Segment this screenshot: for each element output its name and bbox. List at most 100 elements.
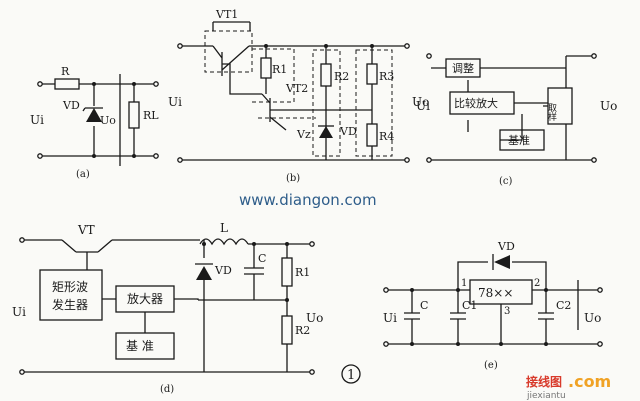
node bbox=[264, 44, 268, 48]
input-terminal-bottom bbox=[37, 153, 43, 159]
output-terminal-bottom bbox=[597, 341, 603, 347]
wires bbox=[431, 55, 592, 161]
caption-c: (c) bbox=[499, 176, 513, 187]
transistor-vt2 bbox=[261, 93, 298, 131]
label-ui-b: Ui bbox=[168, 95, 182, 109]
output-terminal-top bbox=[404, 43, 410, 49]
node bbox=[285, 242, 289, 246]
node bbox=[410, 342, 414, 346]
output-terminal-top bbox=[153, 81, 159, 87]
node bbox=[410, 288, 414, 292]
resistor-rl bbox=[128, 101, 140, 129]
node bbox=[285, 298, 289, 302]
transistor-vt1 bbox=[212, 45, 262, 95]
divider-leads bbox=[198, 244, 288, 372]
label-vd-e: VD bbox=[497, 240, 515, 253]
label-uo-e: Uo bbox=[584, 311, 601, 325]
input-terminal-bottom bbox=[426, 157, 432, 163]
block-rect-wave-generator bbox=[39, 269, 103, 321]
label-reference-d: 基 准 bbox=[126, 339, 154, 353]
node bbox=[544, 342, 548, 346]
capacitor-c1 bbox=[450, 290, 466, 344]
output-terminal-top bbox=[309, 241, 315, 247]
inductor-l bbox=[199, 238, 254, 246]
output-terminal-bottom bbox=[404, 157, 410, 163]
r1-dashed-box bbox=[252, 48, 295, 103]
node bbox=[202, 242, 206, 246]
internal-links bbox=[500, 102, 548, 141]
label-c1: C1 bbox=[462, 299, 477, 312]
node bbox=[132, 82, 136, 86]
output-terminal-top bbox=[597, 287, 603, 293]
r2-dashed-box bbox=[312, 49, 341, 157]
node bbox=[252, 242, 256, 246]
input-terminal-top bbox=[19, 237, 25, 243]
label-ui: Ui bbox=[30, 113, 44, 127]
vd-e-leads bbox=[457, 261, 547, 290]
label-vt1: VT1 bbox=[215, 8, 238, 21]
label-rl: RL bbox=[143, 109, 159, 122]
label-r2-d: R2 bbox=[295, 324, 310, 337]
rails bbox=[24, 239, 310, 373]
capacitor-c2 bbox=[538, 290, 554, 344]
node bbox=[370, 44, 374, 48]
block-links bbox=[102, 298, 199, 333]
label-r3: R3 bbox=[379, 70, 394, 83]
regulator-78xx bbox=[469, 279, 533, 305]
panel-a-zener-shunt-regulator: R VD Ui Uo RL (a) bbox=[30, 65, 159, 180]
resistor-r bbox=[54, 78, 80, 90]
output-terminal-top bbox=[591, 53, 597, 59]
label-reference: 基准 bbox=[508, 134, 530, 147]
node bbox=[499, 342, 503, 346]
label-r1-d: R1 bbox=[295, 266, 310, 279]
zener-bar bbox=[82, 107, 103, 112]
node bbox=[324, 44, 328, 48]
input-terminal-top bbox=[426, 53, 432, 59]
output-terminal-bottom bbox=[153, 153, 159, 159]
diode-vd-d bbox=[196, 266, 212, 280]
label-vd-d: VD bbox=[214, 264, 232, 277]
node bbox=[132, 154, 136, 158]
node bbox=[456, 342, 460, 346]
node bbox=[92, 82, 96, 86]
label-rect-gen-2: 发生器 bbox=[52, 297, 88, 312]
figure-number-circle bbox=[341, 364, 361, 384]
zener-diode-symbol bbox=[86, 108, 102, 122]
label-c-e: C bbox=[420, 299, 428, 312]
input-terminal-bottom bbox=[383, 341, 389, 347]
panel-b-series-regulator: VT1 R1 R2 R3 R4 VT2 VD Vz Ui Uo (b) bbox=[168, 8, 429, 184]
watermark-url: www.diangon.com bbox=[239, 191, 377, 209]
label-rect-gen-1: 矩形波 bbox=[52, 280, 88, 294]
capacitor-c bbox=[244, 244, 264, 300]
logo-text-pinyin: jiexiantu bbox=[526, 391, 566, 401]
block-reference-d bbox=[115, 332, 175, 360]
label-r4: R4 bbox=[379, 130, 394, 143]
label-uo: Uo bbox=[100, 114, 116, 127]
input-terminal-top bbox=[37, 81, 43, 87]
capacitor-c-e bbox=[404, 290, 420, 344]
label-c-d: C bbox=[258, 252, 266, 265]
label-vt: VT bbox=[77, 223, 95, 237]
panel-c-block-diagram: 调整 比较放大 基准 取样 Ui Uo (c) bbox=[416, 53, 617, 187]
label-c2: C2 bbox=[556, 299, 571, 312]
label-vt2: VT2 bbox=[285, 82, 308, 95]
figure-number: 1 bbox=[347, 368, 355, 383]
output-terminal-bottom bbox=[591, 157, 597, 163]
label-ui-e: Ui bbox=[383, 311, 397, 325]
figure-number-badge: 1 bbox=[341, 364, 361, 384]
logo-text-cn: 接线图 bbox=[526, 374, 562, 389]
resistor-r3 bbox=[366, 63, 378, 85]
label-r2: R2 bbox=[334, 70, 349, 83]
resistor-r4 bbox=[366, 123, 378, 147]
label-uo-b: Uo bbox=[412, 95, 429, 109]
r3-r4-leads bbox=[298, 46, 373, 160]
label-l: L bbox=[220, 221, 228, 235]
label-ui-c: Ui bbox=[416, 99, 430, 113]
output-terminal-bottom bbox=[309, 369, 315, 375]
logo-text-com: .com bbox=[568, 372, 611, 391]
input-terminal-bottom bbox=[177, 157, 183, 163]
label-vd: VD bbox=[62, 99, 80, 112]
caption-a: (a) bbox=[76, 169, 90, 180]
transistor-vt bbox=[61, 239, 113, 270]
